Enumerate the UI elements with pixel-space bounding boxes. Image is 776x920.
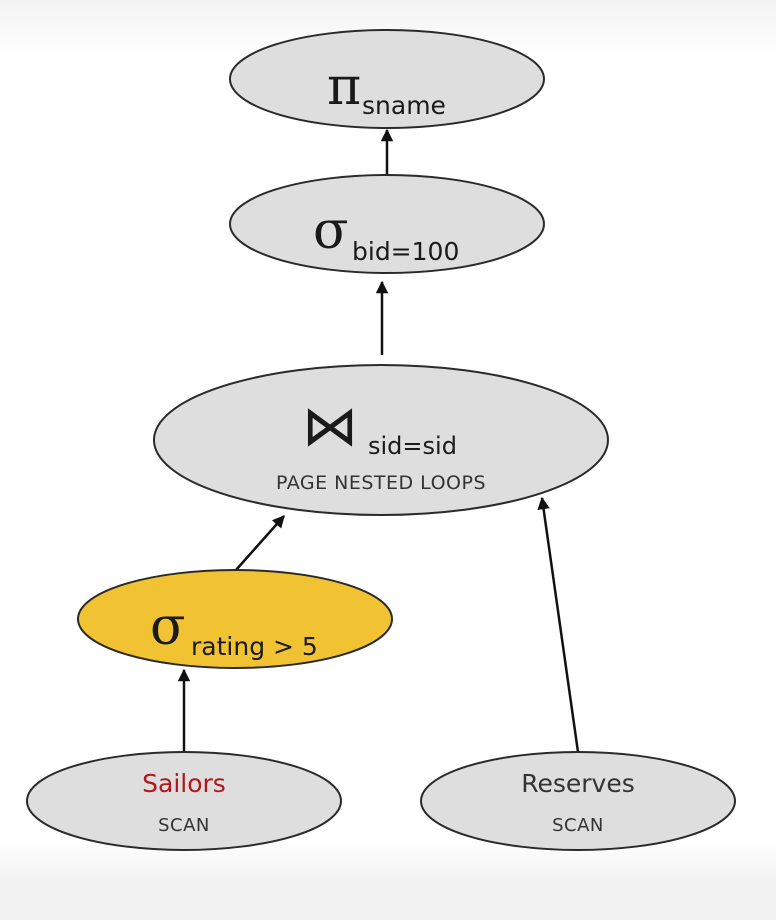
selection-bid-subscript: bid=100 xyxy=(352,237,459,266)
selection-rating-node: σ rating > 5 xyxy=(77,569,393,669)
edge-reserves-to-join xyxy=(537,496,580,753)
sailors-ellipse xyxy=(26,751,342,851)
join-method-label: PAGE NESTED LOOPS xyxy=(276,472,486,494)
selection-rating-subscript: rating > 5 xyxy=(191,632,318,661)
projection-ellipse xyxy=(229,29,545,129)
sailors-table-name: Sailors xyxy=(142,769,226,798)
projection-symbol: π xyxy=(327,57,361,117)
selection-rating-symbol: σ xyxy=(150,597,186,657)
projection-subscript: sname xyxy=(362,91,446,120)
projection-node: π sname xyxy=(229,29,545,129)
selection-bid-ellipse xyxy=(229,174,545,274)
join-ellipse xyxy=(153,364,609,516)
plan-edges xyxy=(177,128,580,753)
selection-bid-node: σ bid=100 xyxy=(229,174,545,274)
selection-rating-ellipse xyxy=(77,569,393,669)
join-subscript: sid=sid xyxy=(368,432,457,460)
join-symbol: ⋈ xyxy=(302,394,358,459)
reserves-ellipse xyxy=(420,751,736,851)
selection-bid-symbol: σ xyxy=(313,201,349,261)
reserves-access-method: SCAN xyxy=(552,815,604,836)
reserves-table-name: Reserves xyxy=(521,769,635,798)
sailors-access-method: SCAN xyxy=(158,815,210,836)
reserves-node: Reserves SCAN xyxy=(420,751,736,851)
join-node: ⋈ sid=sid PAGE NESTED LOOPS xyxy=(153,364,609,516)
edge-rating-selection-to-join xyxy=(235,515,285,571)
sailors-node: Sailors SCAN xyxy=(26,751,342,851)
